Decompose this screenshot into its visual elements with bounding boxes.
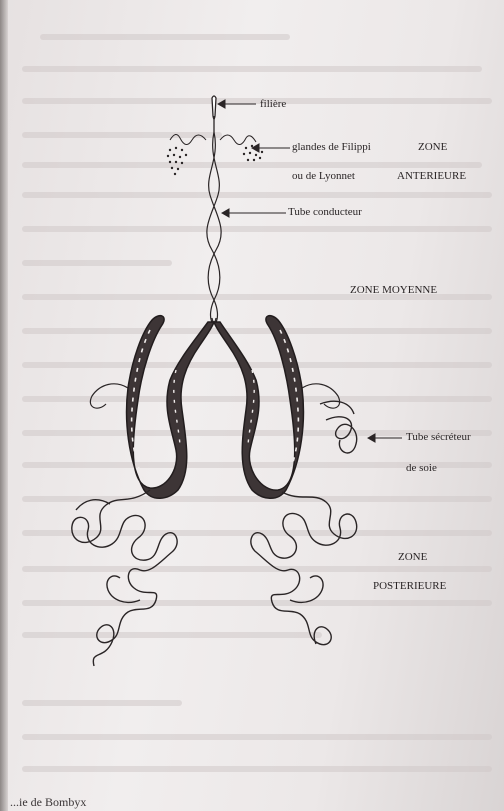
label-filiere: filière <box>260 98 286 111</box>
label-zone-posterieure-1: ZONE <box>398 551 427 564</box>
spinneret <box>212 96 216 132</box>
tube-conducteur-twist <box>207 132 221 323</box>
label-glandes-filippi: glandes de Filippi <box>292 141 371 154</box>
label-zone-posterieure-2: POSTERIEURE <box>373 580 446 593</box>
posterior-tube-right <box>251 401 357 644</box>
label-zone-anterieure-2: ANTERIEURE <box>397 170 466 183</box>
gland-right <box>214 316 340 499</box>
label-zone-moyenne: ZONE MOYENNE <box>350 284 437 297</box>
label-zone-anterieure-1: ZONE <box>418 141 447 154</box>
gland-left <box>90 316 214 499</box>
posterior-tube-left <box>72 490 177 666</box>
label-tube-secreteur: Tube sécréteur <box>406 431 471 444</box>
figure-caption: ...ie de Bombyx <box>10 795 86 810</box>
label-lyonnet: ou de Lyonnet <box>292 170 355 183</box>
filippi-gland-dots-left <box>167 147 187 175</box>
label-de-soie: de soie <box>406 462 437 475</box>
label-tube-conducteur: Tube conducteur <box>288 206 362 219</box>
